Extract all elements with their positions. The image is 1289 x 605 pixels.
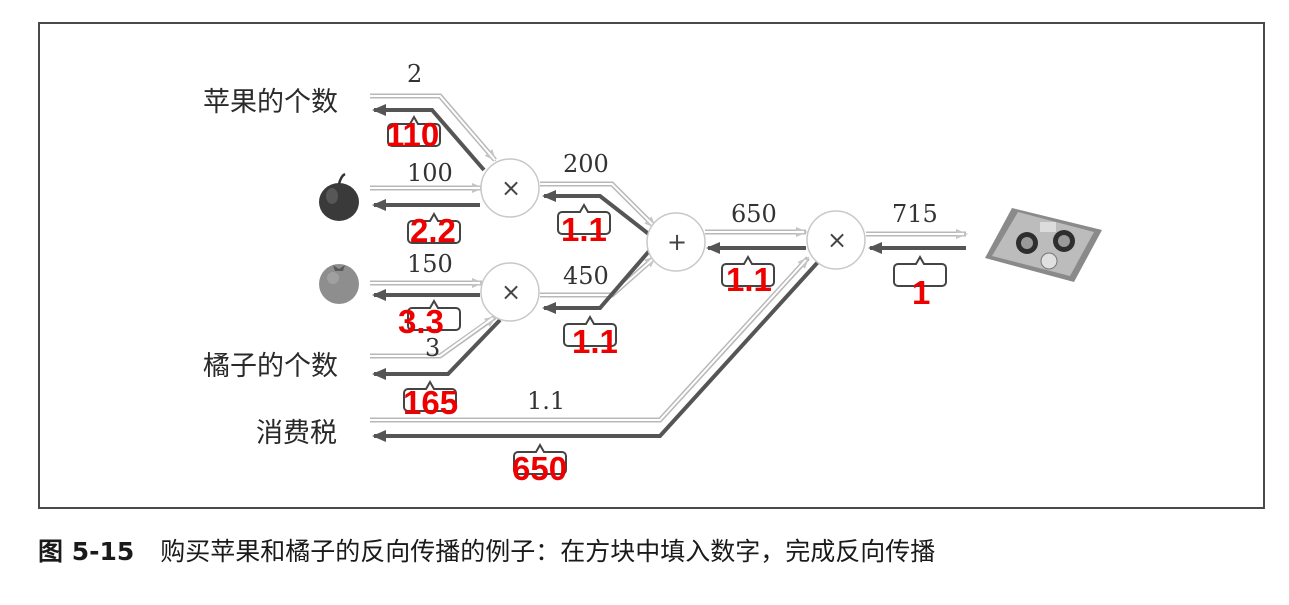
answer-box-sum [721,254,775,287]
forward-value-apple-price: 100 [407,159,453,187]
apple-icon [319,172,359,221]
figure-frame [38,22,1265,509]
answer-box-apple-price [407,211,461,244]
forward-value-apple-count: 2 [407,60,423,88]
caption-text: 购买苹果和橘子的反向传播的例子：在方块中填入数字，完成反向传播 [160,537,936,566]
operation-nodes [480,158,866,322]
answer-boxes [387,114,947,475]
answer-sum: 1.1 [726,261,772,298]
bwd-apple-count [372,104,486,172]
forward-value-orange-count: 3 [425,334,441,362]
bwd-orange-count [372,318,502,380]
answer-box-orange-total [563,314,617,347]
input-label-apple-count: 苹果的个数 [203,87,338,118]
backward-arrows [372,104,966,442]
mul-node-orange [480,262,540,322]
answer-orange-price: 3.3 [398,303,444,340]
add-symbol: + [667,228,688,256]
forward-value-orange-price: 150 [407,250,453,278]
forward-value-apple-total: 200 [563,150,609,178]
bwd-apple-total [542,190,652,237]
forward-arrows [370,93,968,423]
answer-box-tax [513,442,567,475]
mul-node-apple [480,158,540,218]
mul-symbol-apple: × [501,174,522,202]
bwd-orange-total [542,248,652,314]
answer-box-apple-count [387,114,441,147]
bwd-tax [372,260,820,442]
mul-symbol-tax: × [827,226,848,254]
answer-apple-price: 2.2 [410,212,456,249]
forward-value-tax: 1.1 [527,387,566,415]
forward-value-orange-total: 450 [563,262,609,290]
answer-apple-total: 1.1 [561,211,607,248]
forward-value-result: 715 [892,200,938,228]
mul-symbol-orange: × [501,278,522,306]
answer-result: 1 [912,274,931,311]
input-label-orange-count: 橘子的个数 [203,351,338,382]
answer-box-orange-count [403,379,457,412]
input-label-tax: 消费税 [256,418,337,449]
answer-box-apple-total [557,202,611,235]
answer-tax: 650 [512,450,568,487]
answer-orange-count: 165 [403,384,459,421]
add-node [646,212,706,272]
answer-box-orange-price [407,298,461,331]
answer-apple-count: 110 [386,116,440,153]
figure-caption: 图 5-15 购买苹果和橘子的反向传播的例子：在方块中填入数字，完成反向传播 [38,532,935,568]
mul-node-tax [806,210,866,270]
orange-icon [319,264,359,304]
forward-value-sum: 650 [731,200,777,228]
answer-orange-total: 1.1 [572,323,618,360]
answer-box-result [893,254,947,287]
figure-number: 图 5-15 [38,537,135,566]
payment-tray-icon [985,208,1102,282]
